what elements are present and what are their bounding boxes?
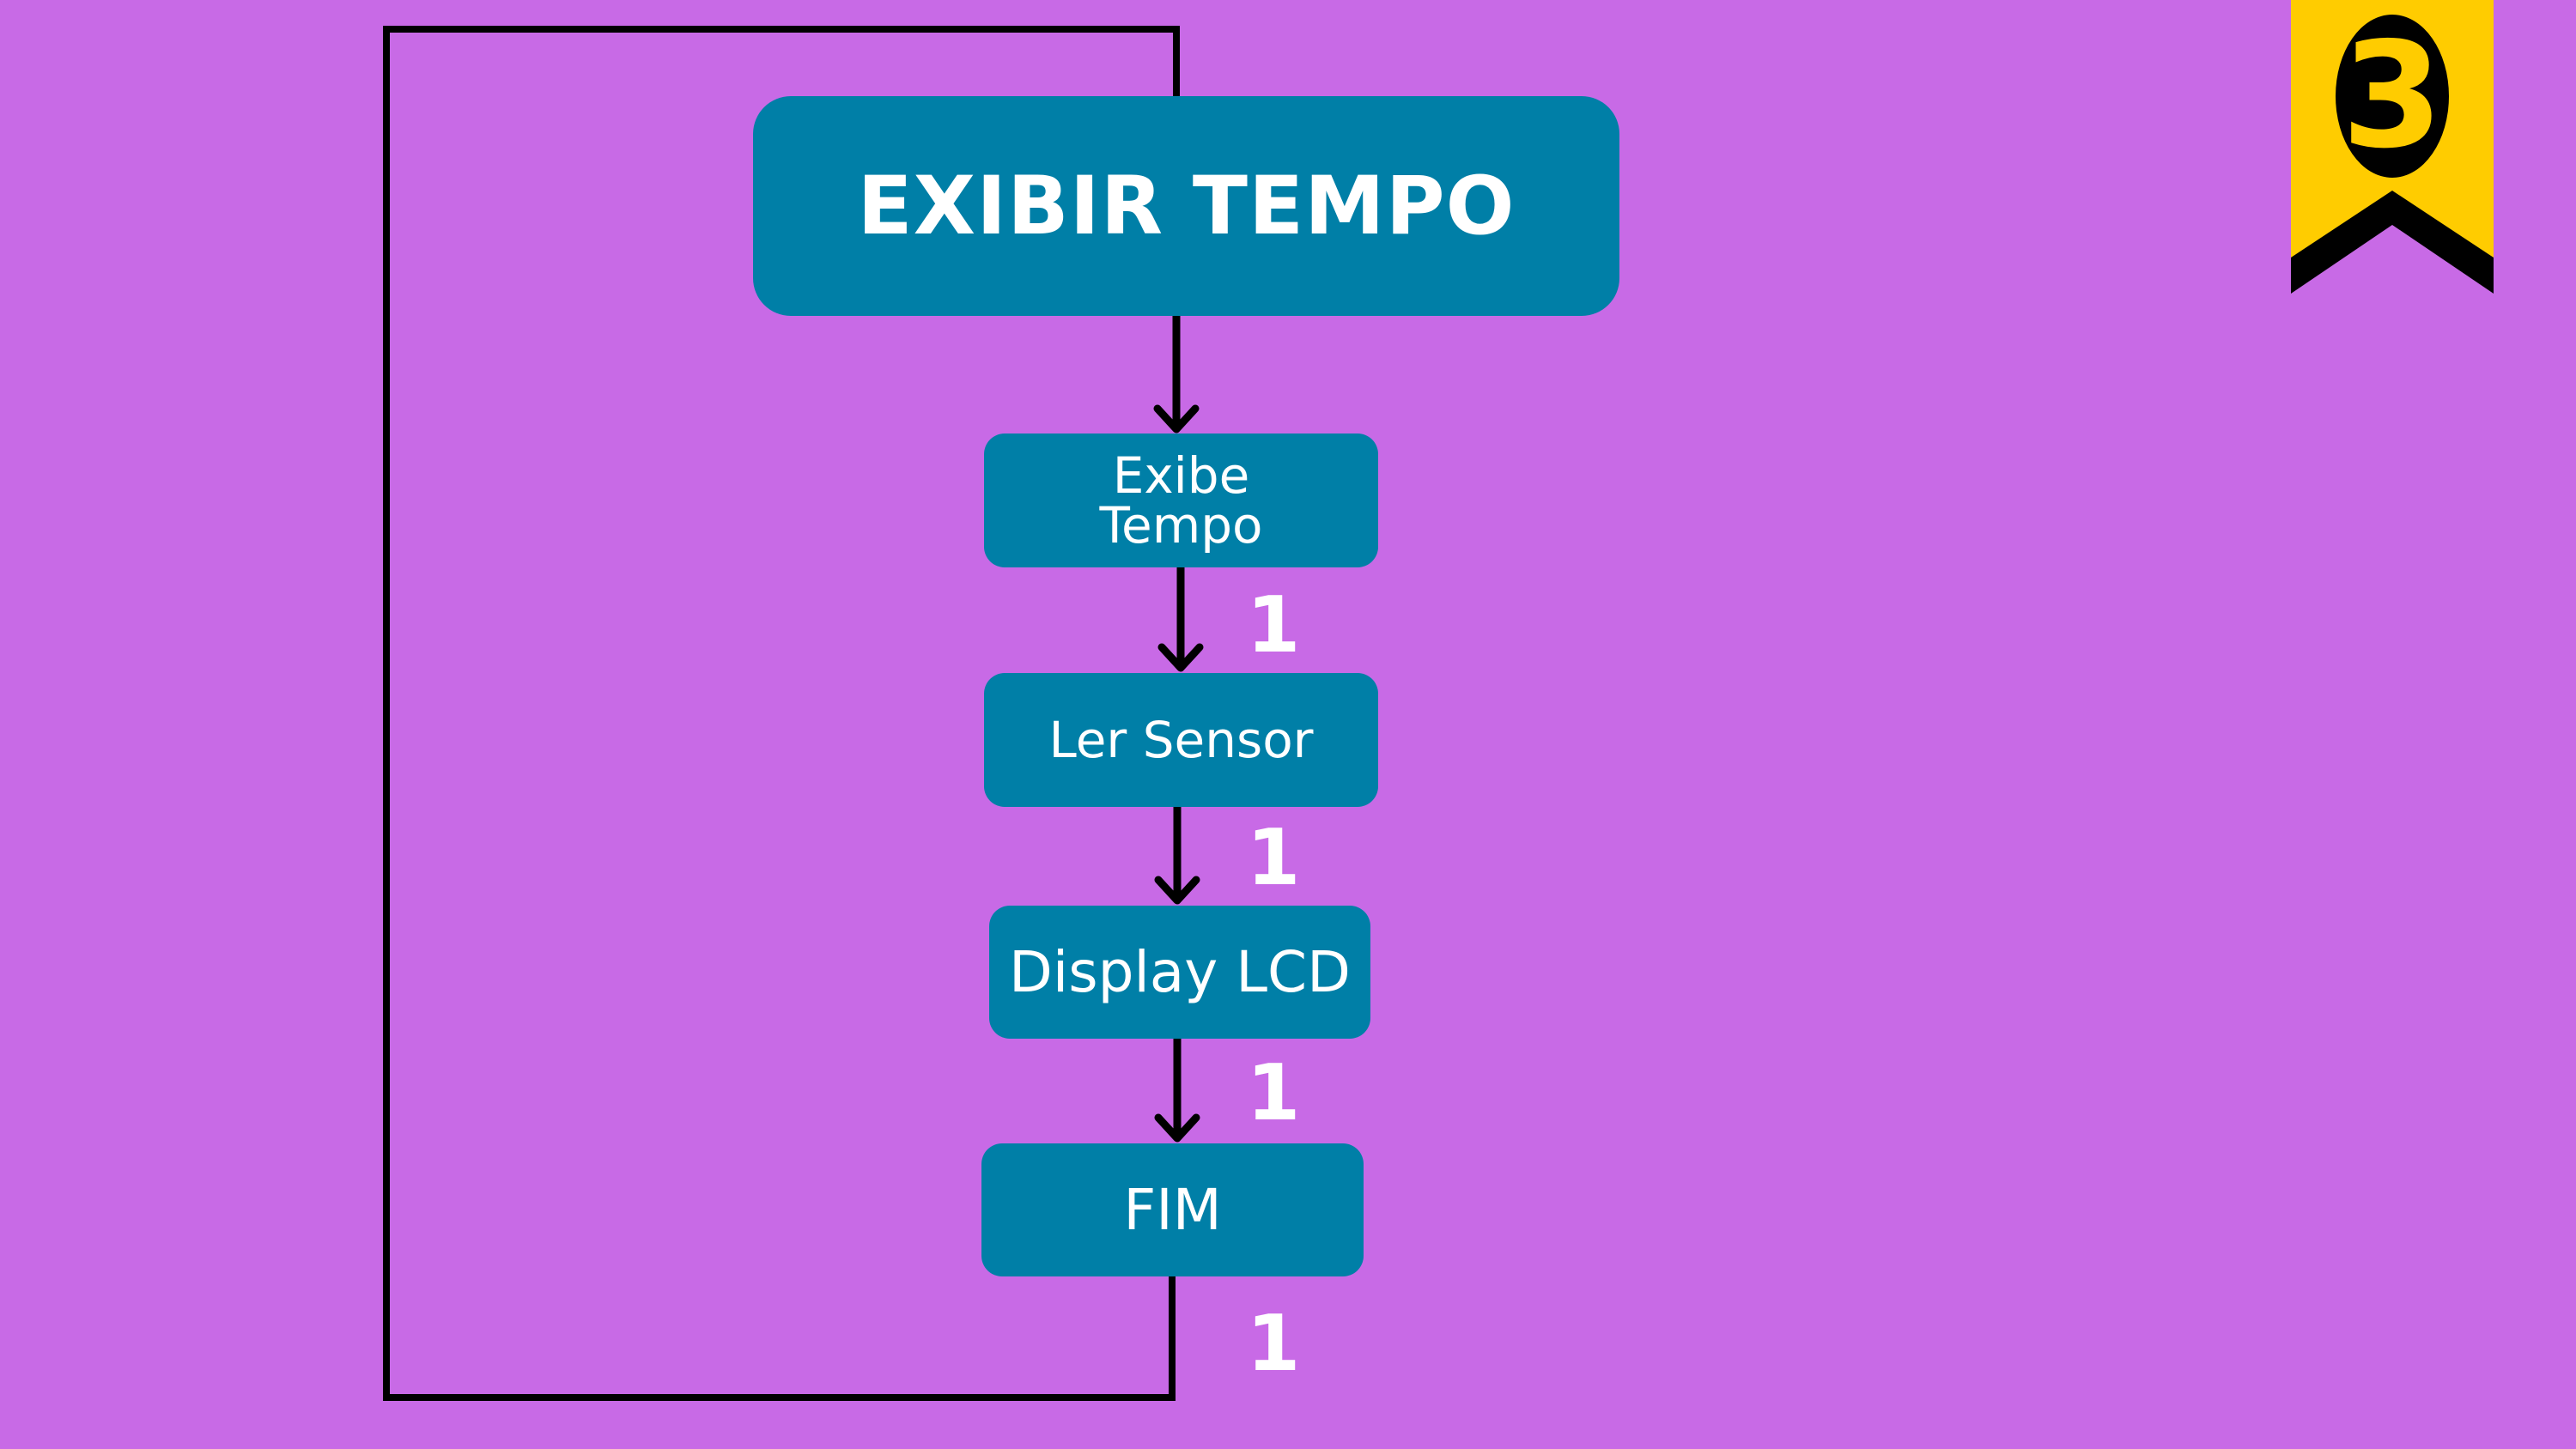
step-text-fim: FIM xyxy=(1123,1176,1222,1243)
arrow-step1-to-step2 xyxy=(1157,567,1204,672)
edge-label-3: 1 xyxy=(1246,1048,1301,1138)
edge-label-2: 1 xyxy=(1246,813,1301,903)
step-node-display-lcd: Display LCD xyxy=(989,906,1370,1039)
title-text: EXIBIR TEMPO xyxy=(857,159,1516,253)
arrow-step3-to-step4 xyxy=(1154,1039,1200,1143)
step-node-ler-sensor: Ler Sensor xyxy=(984,673,1378,807)
ribbon-bookmark-icon: 3 xyxy=(2291,0,2494,294)
edge-label-4: 1 xyxy=(1246,1299,1301,1389)
arrow-title-to-step1 xyxy=(1153,316,1200,433)
step-node-fim: FIM xyxy=(981,1143,1364,1276)
step-text-exibe: Exibe xyxy=(1112,446,1250,505)
title-node: EXIBIR TEMPO xyxy=(753,96,1619,316)
arrow-step2-to-step3 xyxy=(1154,807,1200,905)
step-text-tempo: Tempo xyxy=(1099,496,1263,555)
step-text-display-lcd: Display LCD xyxy=(1009,938,1351,1005)
step-node-exibe-tempo: Exibe Tempo xyxy=(984,433,1378,567)
edge-label-1: 1 xyxy=(1246,580,1301,670)
step-text-ler-sensor: Ler Sensor xyxy=(1048,711,1314,769)
badge-number: 3 xyxy=(2342,11,2443,181)
loop-back-connector xyxy=(383,26,1180,1401)
